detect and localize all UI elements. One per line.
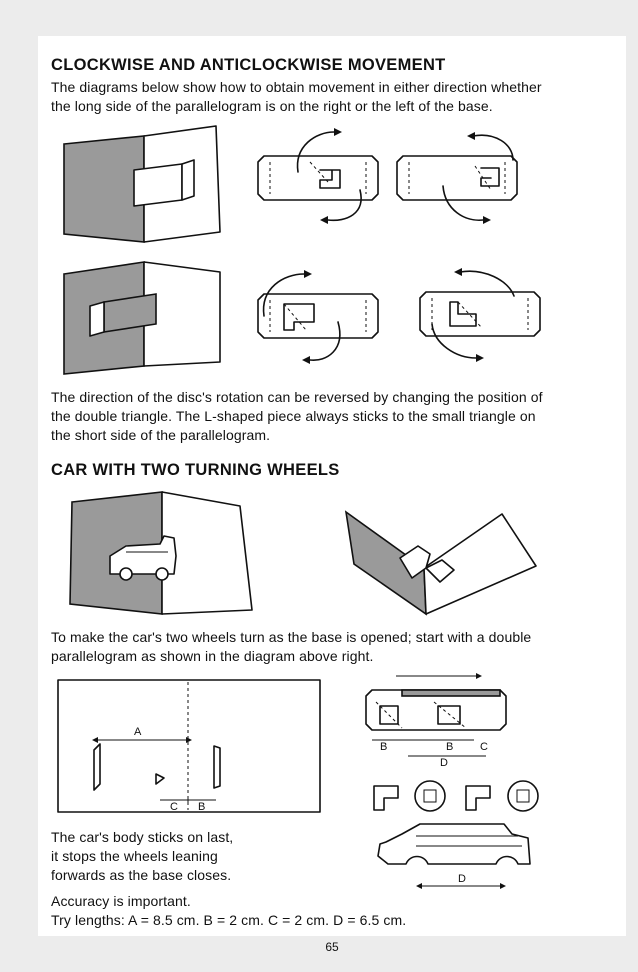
section-title-clockwise: CLOCKWISE AND ANTICLOCKWISE MOVEMENT bbox=[51, 56, 446, 74]
lengths-text: Try lengths: A = 8.5 cm. B = 2 cm. C = 2… bbox=[51, 912, 407, 928]
rotation-diagram-2 bbox=[396, 132, 518, 224]
section-title-car: CAR WITH TWO TURNING WHEELS bbox=[51, 461, 340, 479]
rotation-diagram-3 bbox=[257, 270, 379, 364]
car-text-line-1: To make the car's two wheels turn as the… bbox=[51, 629, 532, 645]
label-A: A bbox=[134, 726, 142, 738]
rotation-diagram-4 bbox=[419, 268, 541, 362]
double-parallelogram-diagram: B B C D bbox=[365, 673, 507, 769]
note-text-line-1: The car's body sticks on last, bbox=[51, 829, 234, 845]
body-text-line-3: the short side of the parallelogram. bbox=[51, 427, 271, 443]
note-text-line-3: forwards as the base closes. bbox=[51, 867, 232, 883]
label-B-3: B bbox=[446, 741, 453, 753]
label-D-2: D bbox=[458, 873, 466, 885]
car-popup-card-diagram bbox=[69, 491, 253, 615]
label-C-2: C bbox=[480, 741, 488, 753]
label-D: D bbox=[440, 757, 448, 769]
body-text-line-2: the double triangle. The L-shaped piece … bbox=[51, 408, 536, 424]
accuracy-text: Accuracy is important. bbox=[51, 893, 191, 909]
label-B-2: B bbox=[380, 741, 387, 753]
popup-card-diagram-1 bbox=[63, 125, 221, 243]
parts-diagram bbox=[373, 780, 539, 812]
measurement-diagram: A C B bbox=[57, 679, 321, 813]
intro-text-line-1: The diagrams below show how to obtain mo… bbox=[51, 79, 542, 95]
label-B: B bbox=[198, 801, 205, 813]
page-number: 65 bbox=[325, 940, 339, 954]
car-open-card-diagram bbox=[344, 510, 537, 616]
book-page: CLOCKWISE AND ANTICLOCKWISE MOVEMENT The… bbox=[38, 36, 626, 954]
intro-text-line-2: the long side of the parallelogram is on… bbox=[51, 98, 493, 114]
popup-card-diagram-2 bbox=[63, 261, 221, 375]
note-text-line-2: it stops the wheels leaning bbox=[51, 848, 218, 864]
car-text-line-2: parallelogram as shown in the diagram ab… bbox=[51, 648, 374, 664]
body-text-line-1: The direction of the disc's rotation can… bbox=[51, 389, 543, 405]
label-C: C bbox=[170, 801, 178, 813]
car-body-diagram: D bbox=[377, 823, 531, 889]
rotation-diagram-1 bbox=[257, 128, 379, 224]
